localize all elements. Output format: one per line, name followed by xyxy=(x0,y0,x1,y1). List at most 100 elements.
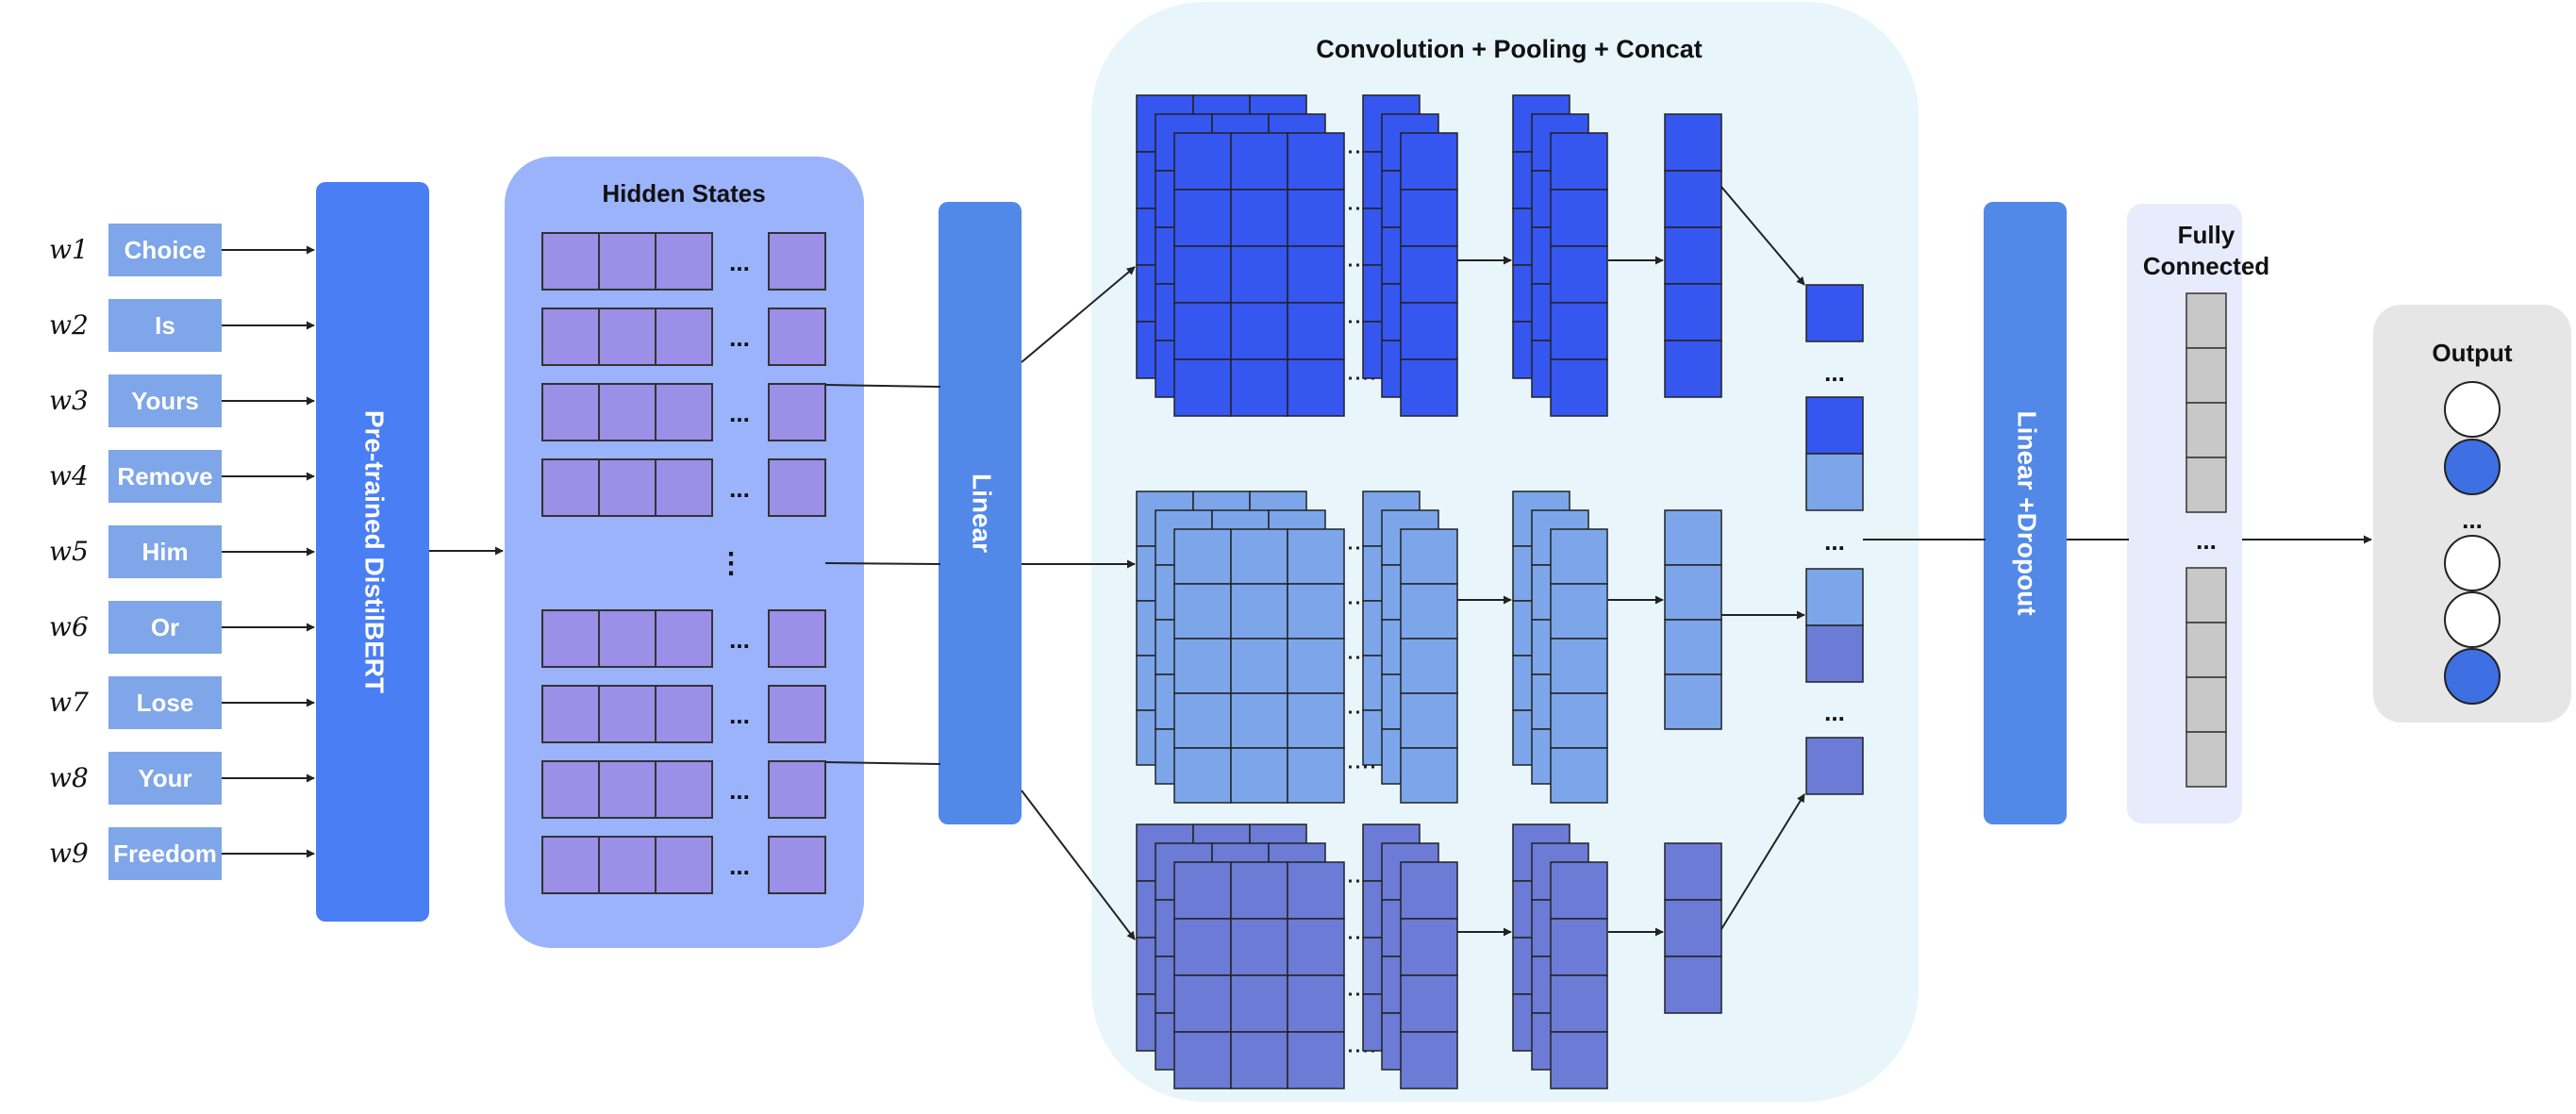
word-index-label: w2 xyxy=(49,309,89,341)
token-box xyxy=(108,299,222,352)
branch-output-cell xyxy=(1664,842,1722,901)
pooled-map-cell xyxy=(1400,918,1458,976)
feature-map-cell xyxy=(1230,974,1288,1033)
concat-cell xyxy=(1805,624,1864,683)
feature-map-cell xyxy=(1173,1031,1232,1089)
token-label: Freedom xyxy=(113,840,217,868)
encoder-label: Pre-trained DistilBERT xyxy=(360,410,390,693)
feature-map-cell xyxy=(1230,132,1288,191)
feature-map-cell xyxy=(1287,302,1345,360)
feature-map-cell xyxy=(1287,245,1345,304)
feature-map-cell xyxy=(1173,974,1232,1033)
branch-output-cell xyxy=(1664,340,1722,398)
fc-cell xyxy=(2185,292,2227,349)
concat-cell xyxy=(1805,453,1864,511)
fc-ellipsis: ... xyxy=(2196,526,2217,555)
pooled-map-cell xyxy=(1550,692,1608,749)
token-box xyxy=(108,224,222,276)
pooled-map-cell xyxy=(1550,861,1608,920)
fc-cell xyxy=(2185,622,2227,678)
token-box xyxy=(108,601,222,654)
feature-map-cell xyxy=(1287,583,1345,640)
word-index-label: w8 xyxy=(49,762,89,793)
pooled-map-cell xyxy=(1400,528,1458,585)
hidden-state-cell xyxy=(768,685,826,743)
linear-to-branch-arrow xyxy=(1021,266,1136,363)
branch-output-cell xyxy=(1664,619,1722,675)
linear-dropout-block xyxy=(1984,202,2067,824)
pooled-map-cell xyxy=(1400,692,1458,749)
pooled-map-cell xyxy=(1400,189,1458,247)
hidden-state-cell xyxy=(598,232,656,291)
pooled-map-cell xyxy=(1400,245,1458,304)
hidden-state-cell xyxy=(768,383,826,441)
hidden-state-cell xyxy=(598,836,656,894)
feature-map-cell xyxy=(1230,245,1288,304)
branch-output-cell xyxy=(1664,509,1722,566)
branch-output-cell xyxy=(1664,170,1722,228)
feature-map-cell xyxy=(1173,692,1232,749)
pooled-map-cell xyxy=(1550,302,1608,360)
linear-dropout-label: Linear +Dropout xyxy=(2013,410,2042,615)
feature-map-cell xyxy=(1287,1031,1345,1089)
feature-map-cell xyxy=(1173,528,1232,585)
output-ellipsis: ... xyxy=(2462,506,2483,534)
hidden-row-ellipsis: ... xyxy=(729,324,750,352)
hidden-state-cell xyxy=(541,458,600,517)
concat-cell xyxy=(1805,568,1864,626)
word-index-label: w7 xyxy=(49,687,89,718)
pooled-map-cell xyxy=(1550,189,1608,247)
output-node xyxy=(2444,591,2501,648)
feature-map-cell xyxy=(1173,861,1232,920)
hidden-state-cell xyxy=(655,458,713,517)
concat-ellipsis: ... xyxy=(1824,698,1845,726)
token-box xyxy=(108,827,222,880)
word-index-label: w9 xyxy=(49,838,89,869)
output-panel xyxy=(2373,305,2571,723)
concat-ellipsis: ... xyxy=(1824,358,1845,387)
output-node xyxy=(2444,381,2501,438)
pooled-map-cell xyxy=(1400,132,1458,191)
hidden-state-cell xyxy=(655,308,713,366)
hidden-state-cell xyxy=(768,760,826,819)
pooled-map-cell xyxy=(1550,358,1608,417)
hidden-state-cell xyxy=(598,760,656,819)
concat-ellipsis: ... xyxy=(1824,527,1845,556)
pooled-map-cell xyxy=(1400,861,1458,920)
feature-map-cell xyxy=(1230,1031,1288,1089)
feature-map-cell xyxy=(1230,918,1288,976)
branch-to-concat-arrow xyxy=(1720,186,1805,286)
feature-map-cell xyxy=(1287,189,1345,247)
hidden-state-cell xyxy=(598,609,656,668)
hidden-state-cell xyxy=(541,308,600,366)
encoder-block xyxy=(316,182,429,922)
pooled-map-cell xyxy=(1550,638,1608,694)
feature-map-cell xyxy=(1173,132,1232,191)
conv-title: Convolution + Pooling + Concat xyxy=(1316,35,1703,63)
fully-connected-title-line1: Fully xyxy=(2178,221,2235,249)
hidden-state-cell xyxy=(541,760,600,819)
branch-output-cell xyxy=(1664,564,1722,621)
feature-map-cell xyxy=(1287,747,1345,804)
feature-map-cell xyxy=(1287,974,1345,1033)
concat-vector: ......... xyxy=(1805,284,1864,795)
feature-map-cell xyxy=(1173,747,1232,804)
fc-cell xyxy=(2185,567,2227,624)
feature-map-cell xyxy=(1287,358,1345,417)
hidden-state-cell xyxy=(541,685,600,743)
feature-map-cell xyxy=(1230,528,1288,585)
token-label: Your xyxy=(138,764,191,792)
branch-output-cell xyxy=(1664,899,1722,957)
feature-map-cell xyxy=(1230,583,1288,640)
feature-map-cell xyxy=(1173,358,1232,417)
hidden-vertical-ellipsis: ⋮ xyxy=(717,548,745,579)
output-nodes: ... xyxy=(2444,381,2501,705)
hidden-state-cell xyxy=(598,458,656,517)
conv-branches xyxy=(1136,94,1722,1089)
token-label: Him xyxy=(141,538,188,566)
token-box xyxy=(108,525,222,578)
pooled-map-cell xyxy=(1550,245,1608,304)
hidden-to-linear-line xyxy=(824,761,941,765)
fc-cell xyxy=(2185,676,2227,733)
hidden-row-ellipsis: ... xyxy=(729,776,750,805)
